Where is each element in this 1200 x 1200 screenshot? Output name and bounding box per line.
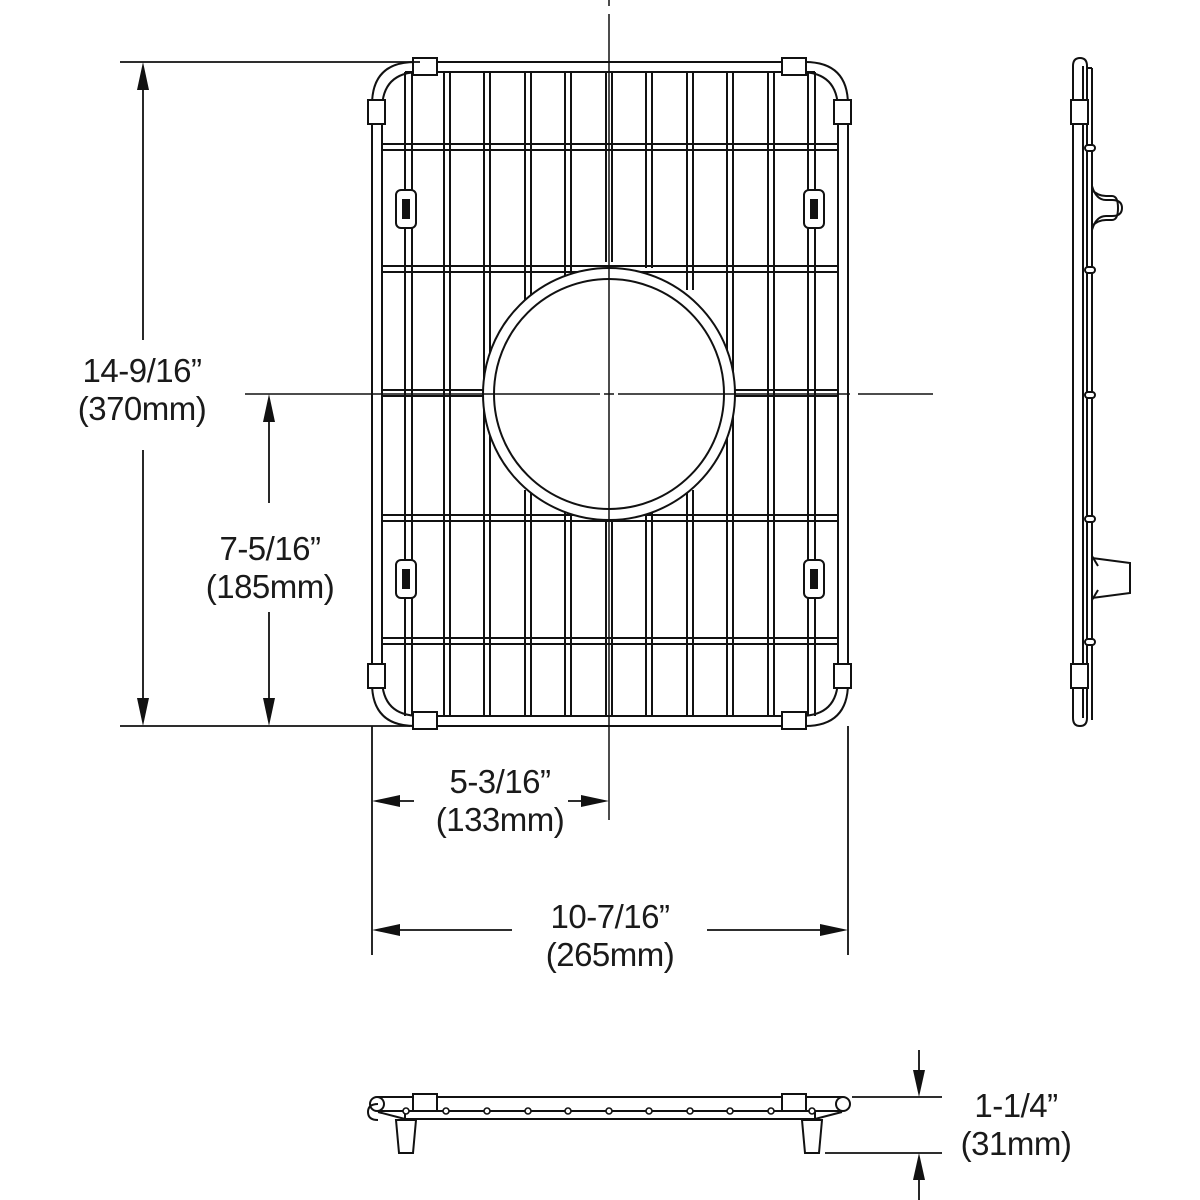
drain-center-front-metric: (185mm): [205, 568, 335, 605]
drain-center-side-label: 5-3/16” (133mm): [420, 763, 580, 839]
bumper-clips: [395, 189, 825, 599]
drain-center-front-imperial: 7-5/16”: [219, 530, 321, 567]
height-imperial: 1-1/4”: [974, 1087, 1058, 1124]
side-view-right: [1070, 56, 1131, 728]
overall-width-label: 10-7/16” (265mm): [525, 898, 695, 974]
corner-clips: [367, 57, 852, 730]
overall-length-imperial: 14-9/16”: [82, 352, 202, 389]
overall-length-metric: (370mm): [77, 390, 207, 427]
overall-length-label: 14-9/16” (370mm): [62, 352, 222, 428]
height-metric: (31mm): [960, 1125, 1072, 1162]
top-view-grid: [245, 0, 933, 820]
drain-center-side-imperial: 5-3/16”: [449, 763, 551, 800]
drain-center-front-label: 7-5/16” (185mm): [190, 530, 350, 606]
height-label: 1-1/4” (31mm): [946, 1087, 1086, 1163]
drain-center-side-metric: (133mm): [435, 801, 565, 838]
overall-width-imperial: 10-7/16”: [550, 898, 670, 935]
front-view-bottom: [366, 1093, 851, 1154]
dimension-lines: [120, 61, 942, 1200]
centerlines: [245, 0, 933, 820]
overall-width-metric: (265mm): [545, 936, 675, 973]
